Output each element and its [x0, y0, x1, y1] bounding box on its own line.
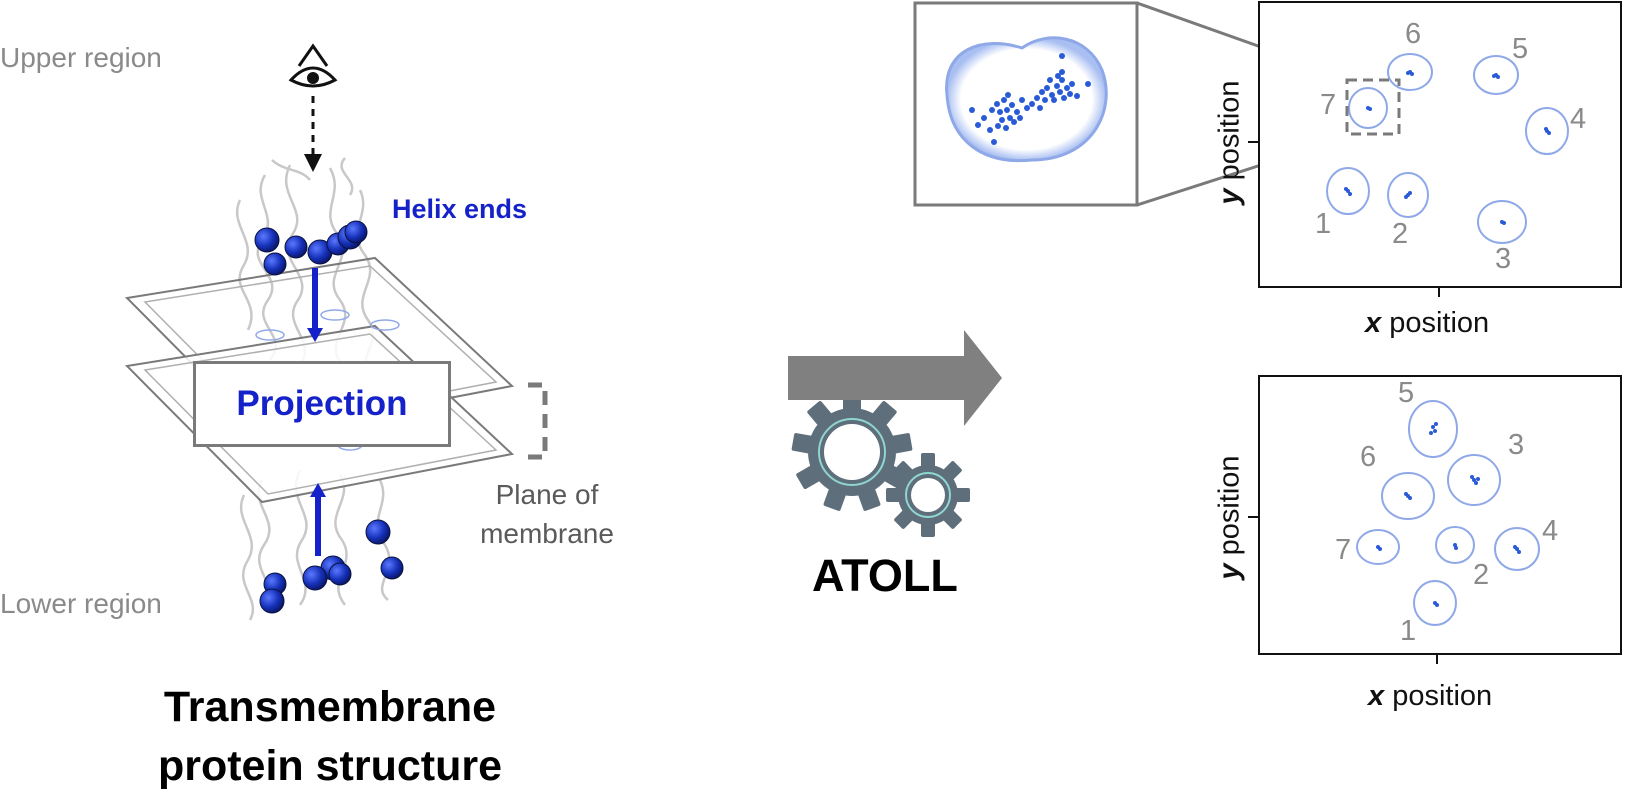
bottom-y-tick [1248, 516, 1259, 518]
top-plot: 6 5 7 4 1 2 3 [1258, 1, 1622, 288]
plane-label-line1: Plane of [495, 479, 599, 510]
zoomed-contour [945, 36, 1108, 163]
bottom-plot-contours [1356, 400, 1540, 626]
top-x-tick [1438, 286, 1440, 297]
upper-region-label: Upper region [0, 42, 162, 73]
top-y-axis-label: y position [1213, 80, 1246, 205]
top-plot-contours [1326, 53, 1569, 244]
bottom-label-5: 5 [1398, 377, 1415, 409]
top-x-axis-label: x position [1365, 307, 1490, 339]
helix-ends-label: Helix ends [392, 194, 528, 224]
projection-box: Projection [193, 361, 451, 447]
zoom-inset-graphic [913, 1, 1352, 207]
bottom-x-tick [1436, 653, 1438, 664]
projection-label: Projection [236, 384, 408, 423]
top-label-7: 7 [1320, 89, 1337, 121]
eye-icon [288, 43, 338, 88]
top-label-3: 3 [1495, 243, 1512, 275]
bottom-label-1: 1 [1400, 615, 1417, 647]
bottom-label-4: 4 [1542, 515, 1559, 547]
top-label-1: 1 [1315, 208, 1332, 240]
top-label-5: 5 [1512, 33, 1529, 65]
bottom-x-axis-label: x position [1368, 680, 1493, 712]
top-label-2: 2 [1392, 218, 1409, 250]
atoll-label: ATOLL [812, 550, 958, 601]
bottom-y-axis-label: y position [1213, 455, 1246, 580]
lower-region-label: Lower region [0, 588, 162, 619]
bottom-label-7: 7 [1335, 534, 1352, 566]
bottom-label-3: 3 [1508, 429, 1525, 461]
helix-end-spheres [254, 220, 404, 614]
top-y-tick [1248, 141, 1259, 143]
gears-icon [791, 400, 970, 537]
bottom-label-2: 2 [1473, 559, 1490, 591]
bottom-label-6: 6 [1360, 441, 1377, 473]
title-line1: Transmembrane [163, 683, 497, 731]
top-label-4: 4 [1570, 103, 1587, 135]
bottom-plot: 5 3 6 7 4 2 1 [1258, 375, 1622, 655]
zoom-selection-box [1345, 78, 1401, 136]
top-label-6: 6 [1405, 18, 1422, 50]
plane-label-line2: membrane [480, 518, 614, 549]
zoomed-points [969, 53, 1091, 145]
plane-bracket [528, 382, 548, 460]
middle-graphic [788, 330, 1002, 426]
main-title: Transmembrane protein structure [120, 678, 540, 796]
title-line2: protein structure [157, 742, 503, 790]
process-arrow [788, 330, 1002, 426]
plane-of-membrane-label: Plane of membrane [462, 475, 632, 553]
